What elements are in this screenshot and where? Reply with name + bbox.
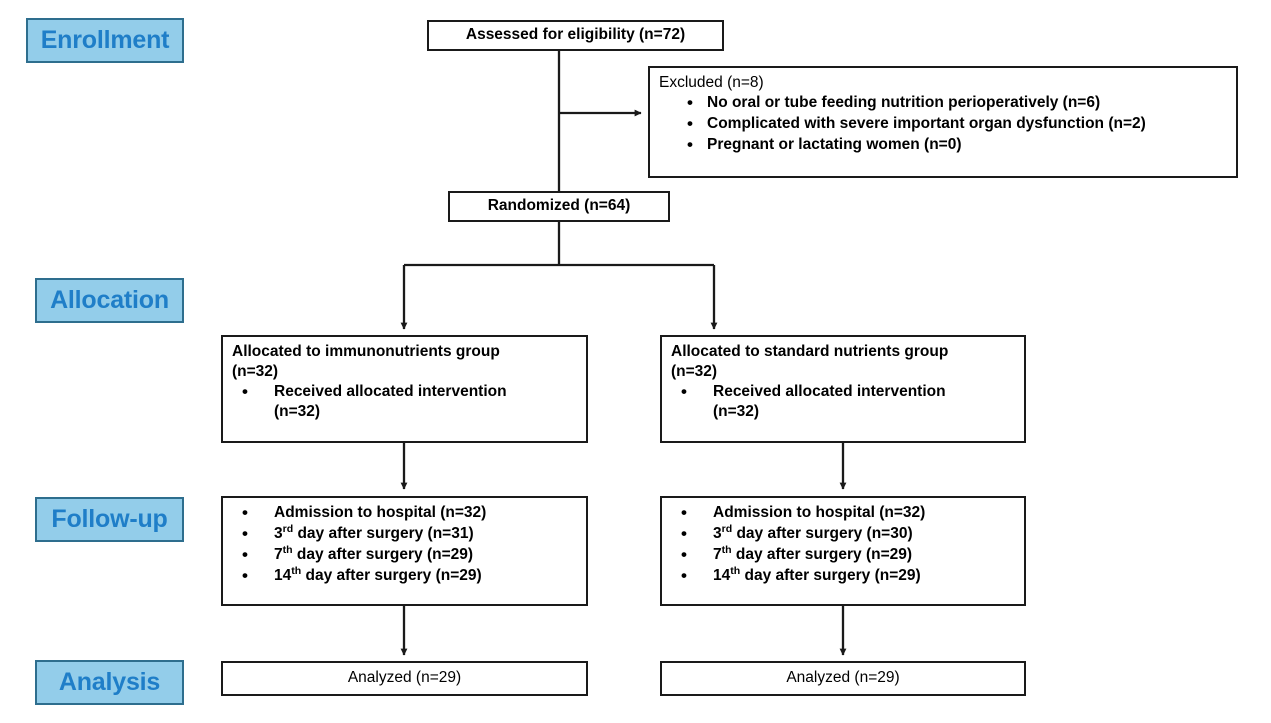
stage-badge-allocation: Allocation: [35, 278, 184, 323]
excluded-heading: Excluded (n=8): [659, 74, 764, 91]
list-item: No oral or tube feeding nutrition periop…: [687, 92, 1228, 114]
followup-left-item-1-ord: rd: [282, 522, 294, 535]
alloc-right-heading: Allocated to standard nutrients group: [671, 343, 949, 360]
node-randomized: Randomized (n=64): [448, 191, 670, 222]
list-item: Admission to hospital (n=32): [242, 502, 578, 524]
list-item: Received allocated intervention (n=32): [242, 381, 578, 422]
stage-badge-analysis: Analysis: [35, 660, 184, 705]
followup-right-item-0: Admission to hospital (n=32): [713, 504, 926, 521]
followup-left-item-2-rest: day after surgery (n=29): [292, 546, 474, 564]
followup-left-item-1-num: 3: [274, 525, 283, 543]
list-item: 7th day after surgery (n=29): [242, 544, 578, 566]
randomized-text: Randomized (n=64): [487, 197, 631, 215]
list-item: 14th day after surgery (n=29): [242, 565, 578, 587]
alloc-right-item-n: (n=32): [713, 403, 760, 421]
node-analyzed-left: Analyzed (n=29): [221, 661, 588, 696]
list-item: 14th day after surgery (n=29): [681, 565, 1016, 587]
stage-label-analysis: Analysis: [58, 668, 161, 696]
analyzed-left-text: Analyzed (n=29): [347, 669, 462, 687]
followup-right-list: Admission to hospital (n=32) 3rd day aft…: [671, 502, 1016, 588]
node-followup-left: Admission to hospital (n=32) 3rd day aft…: [221, 496, 588, 606]
followup-left-list: Admission to hospital (n=32) 3rd day aft…: [232, 502, 578, 588]
node-followup-right: Admission to hospital (n=32) 3rd day aft…: [660, 496, 1026, 606]
followup-left-item-0: Admission to hospital (n=32): [274, 504, 487, 521]
node-excluded: Excluded (n=8) No oral or tube feeding n…: [648, 66, 1238, 178]
node-analyzed-right: Analyzed (n=29): [660, 661, 1026, 696]
stage-label-followup: Follow-up: [51, 505, 168, 533]
alloc-left-heading-n: (n=32): [232, 363, 279, 381]
list-item: 7th day after surgery (n=29): [681, 544, 1016, 566]
node-allocation-right: Allocated to standard nutrients group (n…: [660, 335, 1026, 443]
list-item: Complicated with severe important organ …: [687, 113, 1228, 135]
alloc-left-heading: Allocated to immunonutrients group: [232, 343, 500, 360]
followup-left-item-1-rest: day after surgery (n=31): [293, 525, 474, 543]
alloc-right-heading-n: (n=32): [671, 363, 718, 381]
assessed-text: Assessed for eligibility (n=72): [465, 26, 686, 44]
node-assessed-for-eligibility: Assessed for eligibility (n=72): [427, 20, 724, 51]
list-item: Admission to hospital (n=32): [681, 502, 1016, 524]
followup-right-item-2-rest: day after surgery (n=29): [731, 546, 913, 564]
alloc-left-item-text: Received allocated intervention: [274, 383, 507, 401]
followup-right-item-1-ord: rd: [721, 522, 733, 535]
list-item: 3rd day after surgery (n=30): [681, 522, 1016, 545]
node-allocation-left: Allocated to immunonutrients group (n=32…: [221, 335, 588, 443]
followup-right-item-3-num: 14: [713, 567, 731, 585]
followup-right-item-3-ord: th: [730, 565, 741, 578]
followup-left-item-3-rest: day after surgery (n=29): [301, 567, 482, 585]
followup-right-item-1-rest: day after surgery (n=30): [732, 525, 913, 543]
alloc-left-item-n: (n=32): [274, 403, 321, 421]
alloc-right-item-text: Received allocated intervention: [713, 383, 946, 401]
followup-left-item-3-ord: th: [291, 565, 302, 578]
stage-badge-followup: Follow-up: [35, 497, 184, 542]
followup-right-item-2-ord: th: [721, 544, 732, 557]
followup-right-item-1-num: 3: [713, 525, 722, 543]
followup-left-item-2-num: 7: [274, 546, 283, 564]
list-item: Received allocated intervention (n=32): [681, 381, 1016, 422]
alloc-left-list: Received allocated intervention (n=32): [232, 381, 578, 422]
alloc-right-list: Received allocated intervention (n=32): [671, 381, 1016, 422]
analyzed-right-text: Analyzed (n=29): [786, 669, 900, 687]
list-item: Pregnant or lactating women (n=0): [687, 134, 1228, 156]
list-item: 3rd day after surgery (n=31): [242, 522, 578, 545]
stage-label-enrollment: Enrollment: [40, 26, 170, 54]
followup-right-item-3-rest: day after surgery (n=29): [740, 567, 921, 585]
followup-right-item-2-num: 7: [713, 546, 722, 564]
stage-label-allocation: Allocation: [50, 286, 169, 314]
excluded-list: No oral or tube feeding nutrition periop…: [659, 92, 1228, 157]
followup-left-item-2-ord: th: [282, 544, 293, 557]
followup-left-item-3-num: 14: [274, 567, 292, 585]
stage-badge-enrollment: Enrollment: [26, 18, 184, 63]
